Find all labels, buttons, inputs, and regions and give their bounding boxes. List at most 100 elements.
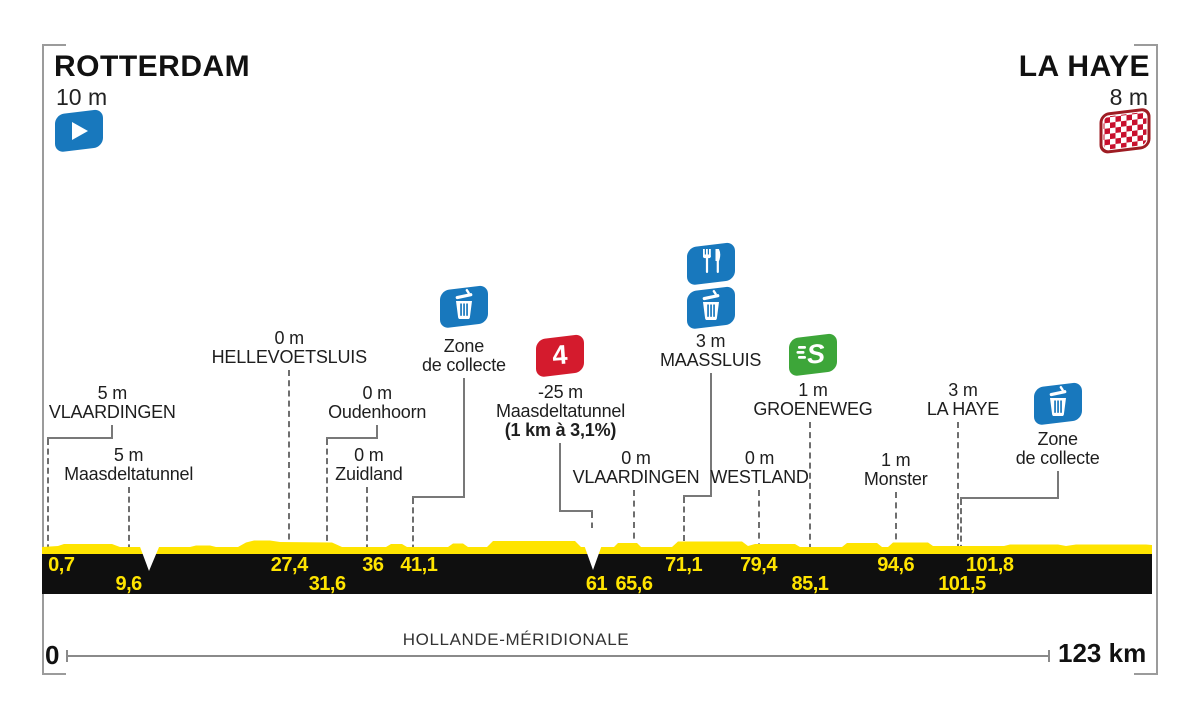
frame-right-line	[1156, 44, 1158, 675]
tunnel-notch-1	[133, 528, 167, 571]
connector-line	[1056, 471, 1059, 497]
connector-line	[959, 497, 1059, 499]
dashed-connector	[365, 487, 368, 560]
start-city-elevation: 10 m	[56, 84, 108, 110]
dashed-connector	[288, 370, 291, 560]
dashed-connector	[808, 422, 811, 560]
collect-zone-icon	[436, 282, 492, 339]
waypoint-name: Maasdeltatunnel	[495, 401, 626, 421]
connector-line	[559, 510, 594, 512]
km-marker: 65,6	[615, 573, 653, 595]
dashed-connector	[127, 487, 130, 560]
waypoint-name: Zone	[443, 336, 485, 356]
frame-left-line	[42, 44, 44, 675]
waypoint-name: de collecte	[421, 355, 506, 375]
waypoint-name: Monster	[863, 469, 928, 489]
waypoint-name: VLAARDINGEN	[48, 402, 176, 422]
waypoint-name: WESTLAND	[710, 467, 809, 487]
waypoint-elevation: -25 m	[537, 382, 583, 402]
km-marker: 31,6	[308, 573, 346, 595]
dashed-connector	[633, 490, 635, 560]
waypoint-elevation: 0 m	[744, 448, 775, 468]
stage-profile-chart	[42, 528, 1152, 594]
waypoint-elevation: 0 m	[362, 383, 392, 403]
dashed-connector	[326, 439, 329, 560]
km-marker: 61	[585, 573, 608, 595]
dashed-connector	[682, 497, 685, 560]
connector-line	[326, 437, 379, 439]
finish-city-name: LA HAYE	[1018, 50, 1150, 83]
km-marker: 71,1	[665, 554, 703, 576]
km-marker: 36	[362, 554, 384, 576]
km-marker: 0,7	[48, 554, 75, 576]
waypoint-name: (1 km à 3,1%)	[504, 420, 617, 440]
region-label: HOLLANDE-MÉRIDIONALE	[402, 630, 630, 649]
km-marker: 27,4	[270, 554, 308, 576]
axis-start-value: 0	[45, 640, 60, 670]
connector-line	[47, 437, 114, 439]
km-marker: 79,4	[740, 554, 777, 576]
connector-line	[462, 378, 465, 496]
waypoint-name: GROENEWEG	[753, 399, 873, 419]
waypoint-elevation: 3 m	[948, 380, 978, 400]
km-marker: 85,1	[791, 573, 829, 595]
feed-zone-icon	[683, 239, 739, 296]
category-4-climb-icon: 4	[532, 331, 588, 388]
waypoint-name: LA HAYE	[926, 399, 1000, 419]
axis-start-tick	[66, 650, 68, 662]
km-marker: 101,8	[965, 554, 1014, 576]
frame-top-left-serif	[42, 44, 66, 46]
waypoint-name: HELLEVOETSLUIS	[211, 347, 367, 367]
dashed-connector	[757, 490, 760, 560]
frame-bottom-left-serif	[42, 673, 66, 675]
start-city-name: ROTTERDAM	[54, 50, 251, 83]
connector-line	[411, 496, 465, 498]
sprint-icon: S	[785, 330, 841, 387]
waypoint-elevation: 3 m	[695, 331, 726, 351]
dashed-connector	[894, 492, 897, 560]
connector-line	[376, 425, 379, 437]
km-marker: 101,5	[938, 573, 986, 595]
svg-text:S: S	[806, 338, 826, 369]
km-marker: 94,6	[877, 554, 915, 576]
waypoint-name: MAASSLUIS	[660, 350, 762, 370]
frame-bottom-right-serif	[1134, 673, 1158, 675]
svg-text:4: 4	[552, 340, 569, 371]
waypoint-name: Zone	[1037, 429, 1078, 449]
waypoint-elevation: 0 m	[354, 445, 384, 465]
connector-line	[682, 495, 712, 497]
collect-zone-icon	[683, 283, 739, 340]
dashed-connector	[411, 498, 414, 560]
collect-zone-icon	[1030, 379, 1086, 436]
waypoint-elevation: 0 m	[621, 448, 651, 468]
km-marker: 9,6	[115, 573, 142, 595]
waypoint-name: VLAARDINGEN	[572, 467, 700, 487]
dashed-connector	[959, 499, 962, 560]
connector-line	[709, 373, 712, 495]
dashed-connector	[47, 439, 50, 560]
waypoint-elevation: 5 m	[113, 445, 144, 465]
distance-axis-line	[66, 655, 1050, 657]
elevation-profile-band	[42, 520, 1152, 601]
waypoint-elevation: 0 m	[274, 328, 305, 348]
axis-total-distance: 123 km	[1058, 638, 1147, 668]
waypoint-name: Oudenhoorn	[328, 402, 427, 422]
dashed-connector	[956, 422, 959, 560]
waypoint-elevation: 1 m	[798, 380, 828, 400]
frame-top-right-serif	[1134, 44, 1158, 46]
finish-city-elevation: 8 m	[1109, 84, 1148, 110]
